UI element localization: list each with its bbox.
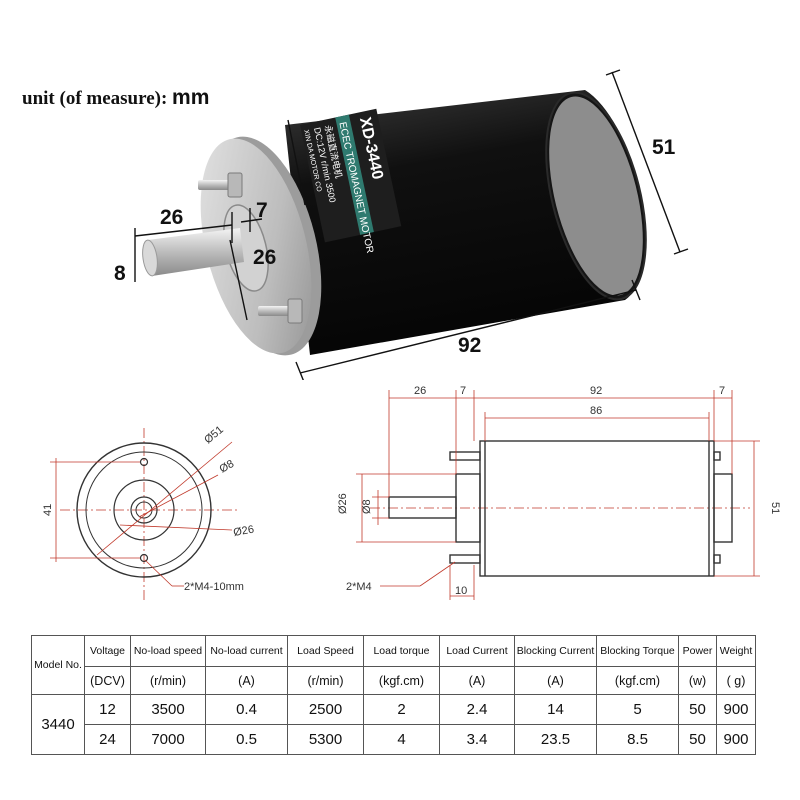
table-cell: 50 <box>678 724 717 755</box>
spec-table: Model No. Voltage No-load speed No-load … <box>31 635 756 755</box>
table-cell: 3.4 <box>439 724 515 755</box>
table-cell: 0.5 <box>205 724 288 755</box>
side-dim-height: 51 <box>769 502 781 514</box>
photo-dimension-lines <box>134 69 689 380</box>
front-dim-height: 41 <box>42 504 54 516</box>
unit-label-prefix: unit (of measure): <box>22 88 173 109</box>
bolt-top <box>198 172 243 198</box>
table-cell: 900 <box>716 724 756 755</box>
table-cell: 24 <box>84 724 131 755</box>
side-dim-rear-len: 7 <box>719 385 725 397</box>
unit-power: (w) <box>678 666 717 695</box>
header-noload-speed: No-load speed <box>130 635 206 667</box>
table-cell: 2500 <box>287 694 364 725</box>
header-model: Model No. <box>31 635 85 695</box>
side-dim-boss-len: 7 <box>460 385 466 397</box>
header-load-current: Load Current <box>439 635 515 667</box>
model-number-cell: 3440 <box>31 694 85 755</box>
unit-noload-current: (A) <box>205 666 288 695</box>
table-cell: 4 <box>363 724 440 755</box>
side-dim-body-len: 92 <box>590 385 602 397</box>
header-weight: Weight <box>716 635 756 667</box>
table-cell: 12 <box>84 694 131 725</box>
front-dim-boss-dia: Ø26 <box>232 524 255 539</box>
table-cell: 5 <box>596 694 679 725</box>
header-power: Power <box>678 635 717 667</box>
photo-dim-shaft-diameter: 8 <box>114 262 126 285</box>
table-cell: 23.5 <box>514 724 597 755</box>
table-cell: 50 <box>678 694 717 725</box>
table-cell: 3500 <box>130 694 206 725</box>
side-dim-bolt-len: 10 <box>455 585 467 597</box>
unit-noload-speed: (r/min) <box>130 666 206 695</box>
motor-photo: XD-3440 ECEC TROMAGNET MOTOR 永磁直流电机 DC:1… <box>114 69 689 380</box>
photo-dim-boss-diameter: 26 <box>253 246 276 269</box>
table-cell: 0.4 <box>205 694 288 725</box>
table-cell: 2.4 <box>439 694 515 725</box>
side-dim-shaft-dia: Ø8 <box>361 499 373 514</box>
photo-dim-boss-length: 7 <box>256 199 268 222</box>
header-blocking-current: Blocking Current <box>514 635 597 667</box>
technical-drawings: 41 Ø51 Ø8 Ø26 2*M4-10mm <box>42 385 781 600</box>
unit-load-torque: (kgf.cm) <box>363 666 440 695</box>
motor-shaft <box>142 228 244 277</box>
side-dim-boss-dia: Ø26 <box>337 493 349 514</box>
table-units-row: (DCV) (r/min) (A) (r/min) (kgf.cm) (A) (… <box>32 666 756 695</box>
unit-weight: ( g) <box>716 666 756 695</box>
table-row: 3440 12 3500 0.4 2500 2 2.4 14 5 50 900 <box>31 694 756 755</box>
table-cell: 900 <box>716 694 756 725</box>
side-dim-holes: 2*M4 <box>346 581 372 593</box>
front-view-drawing: 41 Ø51 Ø8 Ø26 2*M4-10mm <box>42 424 255 600</box>
table-cell: 8.5 <box>596 724 679 755</box>
unit-blocking-current: (A) <box>514 666 597 695</box>
unit-label: unit (of measure): mm <box>22 86 209 110</box>
table-row: 24 7000 0.5 5300 4 3.4 23.5 8.5 50 900 <box>32 724 756 755</box>
front-dim-outer-dia: Ø51 <box>202 424 226 447</box>
unit-blocking-torque: (kgf.cm) <box>596 666 679 695</box>
header-load-torque: Load torque <box>363 635 440 667</box>
unit-label-unit: mm <box>172 86 210 109</box>
unit-voltage: (DCV) <box>84 666 131 695</box>
table-header-row: Model No. Voltage No-load speed No-load … <box>31 635 756 695</box>
header-load-speed: Load Speed <box>287 635 364 667</box>
header-voltage: Voltage <box>84 635 131 667</box>
front-dim-holes: 2*M4-10mm <box>184 581 244 593</box>
header-noload-current: No-load current <box>205 635 288 667</box>
table-cell: 2 <box>363 694 440 725</box>
table-cell: 7000 <box>130 724 206 755</box>
nameplate: XD-3440 ECEC TROMAGNET MOTOR 永磁直流电机 DC:1… <box>300 108 402 254</box>
table-cell: 5300 <box>287 724 364 755</box>
photo-dim-length: 92 <box>458 334 481 357</box>
table-cell: 14 <box>514 694 597 725</box>
photo-dim-diameter: 51 <box>652 136 676 159</box>
side-view-drawing: 26 7 92 7 86 Ø26 Ø8 51 2*M4 10 <box>337 385 781 600</box>
header-blocking-torque: Blocking Torque <box>596 635 679 667</box>
side-dim-shaft-len: 26 <box>414 385 426 397</box>
unit-load-current: (A) <box>439 666 515 695</box>
photo-dim-shaft-length: 26 <box>160 206 183 229</box>
front-dim-shaft-dia: Ø8 <box>218 458 237 476</box>
unit-load-speed: (r/min) <box>287 666 364 695</box>
side-dim-inner-len: 86 <box>590 405 602 417</box>
bolt-bottom <box>258 298 303 324</box>
